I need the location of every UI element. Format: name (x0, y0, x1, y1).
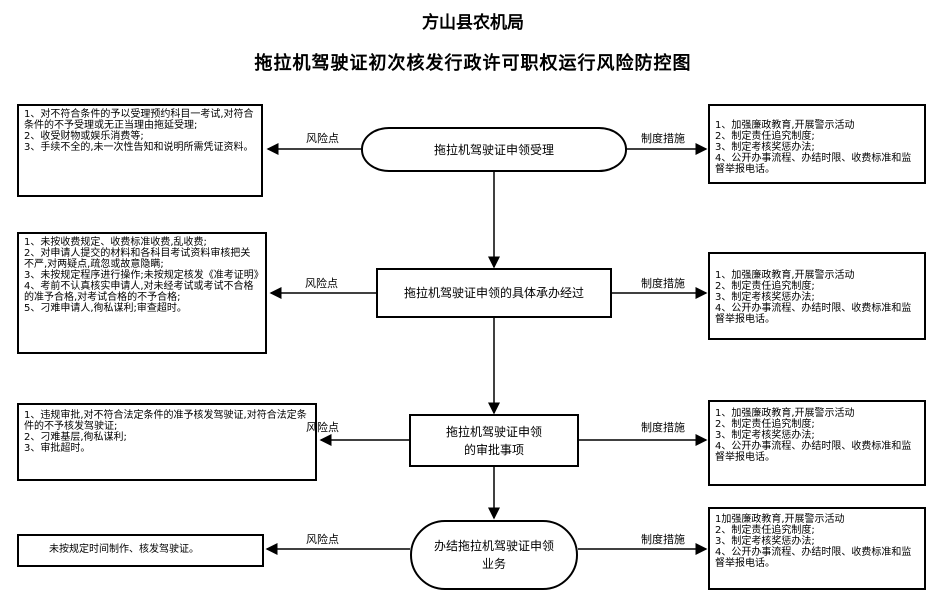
risk-3-line-2: 2、刁难基层,徇私谋利; (24, 432, 127, 443)
control-box-4: 1加强廉政教育,开展警示活动 2、制定责任追究制度; 3、制定考核奖惩办法; 4… (708, 507, 926, 590)
risk-label-4: 风险点 (306, 533, 339, 546)
org-name: 方山县农机局 (422, 13, 524, 33)
control-3-line-2: 2、制定责任追究制度; (715, 419, 815, 430)
step-1-accept: 拖拉机驾驶证申领受理 (361, 127, 627, 172)
risk-label-2: 风险点 (305, 277, 338, 290)
control-2-line-2: 2、制定责任追究制度; (715, 281, 815, 292)
risk-4-line-1: 未按规定时间制作、核发驾驶证。 (49, 544, 199, 555)
risk-box-2: 1、未按收费规定、收费标准收费,乱收费; 2、对申请人提交的材料和各科目考试资料… (17, 232, 267, 354)
risk-3-line-3: 3、审批超时。 (24, 443, 91, 454)
control-3-line-1: 1、加强廉政教育,开展警示活动 (715, 408, 855, 419)
risk-2-line-5: 5、刁难申请人,徇私谋利;审查超时。 (24, 303, 187, 314)
step-4-complete: 办结拖拉机驾驶证申领 业务 (410, 520, 578, 590)
control-label-1: 制度措施 (641, 132, 685, 145)
diagram-title: 拖拉机驾驶证初次核发行政许可职权运行风险防控图 (254, 53, 692, 74)
step-3-label-line-1: 拖拉机驾驶证申领 (445, 424, 542, 439)
control-1-line-2: 2、制定责任追究制度; (715, 131, 815, 142)
step-3-label-line-2: 的审批事项 (463, 442, 524, 457)
control-2-line-4: 4、公开办事流程、办结时限、收费标准和监督举报电话。 (715, 303, 912, 325)
control-3-line-4: 4、公开办事流程、办结时限、收费标准和监督举报电话。 (715, 441, 912, 463)
step-2-label: 拖拉机驾驶证申领的具体承办经过 (403, 286, 584, 300)
step-2-process: 拖拉机驾驶证申领的具体承办经过 (376, 268, 612, 318)
risk-2-line-3: 3、未按规定程序进行操作;未按规定核发《准考证明》 (24, 270, 264, 281)
risk-box-1: 1、对不符合条件的予以受理预约科目一考试,对符合条件的不予受理或无正当理由拖延受… (17, 104, 263, 197)
step-3-approval: 拖拉机驾驶证申领 的审批事项 (409, 414, 579, 467)
control-1-line-4: 4、公开办事流程、办结时限、收费标准和监督举报电话。 (715, 153, 912, 175)
risk-box-3: 1、违规审批,对不符合法定条件的准予核发驾驶证,对符合法定条件的不予核发驾驶证;… (17, 403, 317, 481)
control-4-line-3: 3、制定考核奖惩办法; (715, 536, 815, 547)
control-1-line-1: 1、加强廉政教育,开展警示活动 (715, 120, 855, 131)
control-4-line-2: 2、制定责任追究制度; (715, 525, 815, 536)
control-4-line-1: 1加强廉政教育,开展警示活动 (715, 514, 845, 525)
risk-3-line-1: 1、违规审批,对不符合法定条件的准予核发驾驶证,对符合法定条件的不予核发驾驶证; (24, 410, 307, 432)
control-1-line-3: 3、制定考核奖惩办法; (715, 142, 815, 153)
step-1-label: 拖拉机驾驶证申领受理 (433, 142, 554, 157)
control-2-line-3: 3、制定考核奖惩办法; (715, 292, 815, 303)
control-label-2: 制度措施 (641, 277, 685, 290)
control-3-line-3: 3、制定考核奖惩办法; (715, 430, 815, 441)
control-label-3: 制度措施 (641, 421, 685, 434)
control-label-4: 制度措施 (641, 533, 685, 546)
risk-1-line-3: 3、手续不全的,未一次性告知和说明所需凭证资料。 (24, 142, 254, 153)
risk-label-1: 风险点 (306, 132, 339, 145)
risk-2-line-4: 4、考前不认真核实申请人,对未经考试或考试不合格的准予合格,对考试合格的不予合格… (24, 281, 254, 303)
control-box-1: 1、加强廉政教育,开展警示活动 2、制定责任追究制度; 3、制定考核奖惩办法; … (708, 104, 926, 184)
risk-1-line-2: 2、收受财物或娱乐消费等; (24, 131, 144, 142)
control-4-line-4: 4、公开办事流程、办结时限、收费标准和监督举报电话。 (715, 547, 912, 569)
control-box-2: 1、加强廉政教育,开展警示活动 2、制定责任追究制度; 3、制定考核奖惩办法; … (708, 252, 926, 340)
risk-2-line-1: 1、未按收费规定、收费标准收费,乱收费; (24, 237, 207, 248)
control-2-line-1: 1、加强廉政教育,开展警示活动 (715, 270, 855, 281)
step-4-label-line-1: 办结拖拉机驾驶证申领 (433, 539, 554, 553)
risk-2-line-2: 2、对申请人提交的材料和各科目考试资料审核把关不严,对两疑点,疏忽或故意隐瞒; (24, 248, 251, 270)
step-4-label-line-2: 业务 (481, 557, 506, 571)
risk-label-3: 风险点 (306, 421, 339, 434)
risk-box-4: 未按规定时间制作、核发驾驶证。 (17, 534, 264, 567)
risk-1-line-1: 1、对不符合条件的予以受理预约科目一考试,对符合条件的不予受理或无正当理由拖延受… (24, 109, 254, 131)
control-box-3: 1、加强廉政教育,开展警示活动 2、制定责任追究制度; 3、制定考核奖惩办法; … (708, 400, 926, 486)
